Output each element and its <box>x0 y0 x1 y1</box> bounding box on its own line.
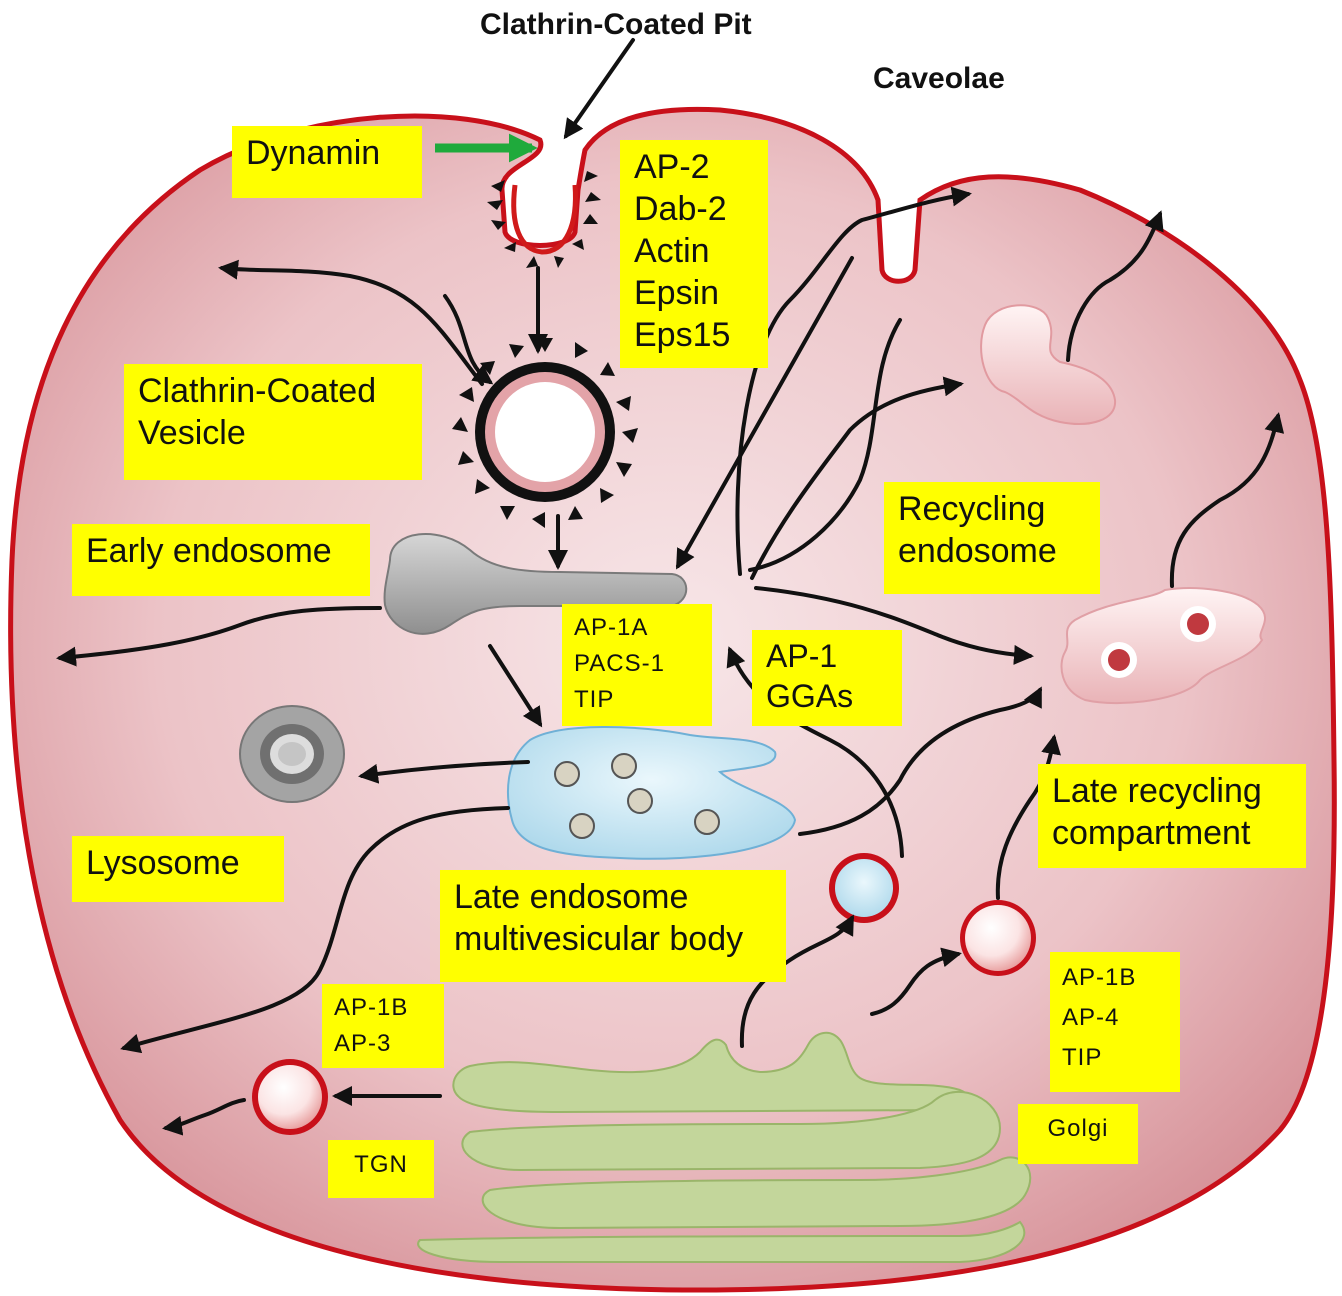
caveolae-title: Caveolae <box>873 62 1005 96</box>
recycling-line-1: Recycling <box>898 488 1086 530</box>
ap1b-ap4-tip-label: AP-1B AP-4 TIP <box>1050 952 1180 1092</box>
ap1a-line-1: AP-1A <box>574 610 700 646</box>
ap1a-label: AP-1A PACS-1 TIP <box>562 604 712 726</box>
ap1a-line-2: PACS-1 <box>574 646 700 682</box>
ap1-text: AP-1 <box>766 636 888 676</box>
golgi-text: Golgi <box>1030 1110 1126 1148</box>
vesicle-right <box>960 900 1036 976</box>
ap4-line: AP-4 <box>1062 998 1168 1038</box>
dynamin-label: Dynamin <box>232 126 422 198</box>
adaptor-actin: Actin <box>634 230 754 272</box>
ap1a-line-3: TIP <box>574 682 700 718</box>
ap1b-ap3-label: AP-1B AP-3 <box>322 984 444 1068</box>
adaptor-ap2: AP-2 <box>634 146 754 188</box>
coated-pit <box>514 185 576 252</box>
lysosome-label: Lysosome <box>72 836 284 902</box>
adaptor-epsin: Epsin <box>634 272 754 314</box>
ccv-line-2: Vesicle <box>138 412 408 454</box>
ggas-text: GGAs <box>766 676 888 716</box>
late-recycling-line-2: compartment <box>1052 812 1292 854</box>
late-endosome-line-2: multivesicular body <box>454 918 772 960</box>
vesicle-tgn <box>252 1059 328 1135</box>
golgi-label: Golgi <box>1018 1104 1138 1164</box>
lysosome <box>240 706 344 802</box>
ap1b-text: AP-1B <box>334 990 432 1026</box>
ccv-line-1: Clathrin-Coated <box>138 370 408 412</box>
ap1b-line: AP-1B <box>1062 958 1168 998</box>
late-endosome-label: Late endosome multivesicular body <box>440 870 786 982</box>
recycling-line-2: endosome <box>898 530 1086 572</box>
adaptor-eps15: Eps15 <box>634 314 754 356</box>
lysosome-text: Lysosome <box>86 842 270 884</box>
late-endosome-mvb <box>508 727 795 859</box>
vesicle-mid <box>829 853 899 923</box>
tgn-text: TGN <box>340 1146 422 1184</box>
late-endosome-line-1: Late endosome <box>454 876 772 918</box>
adaptor-dab2: Dab-2 <box>634 188 754 230</box>
ap3-text: AP-3 <box>334 1026 432 1062</box>
late-recycling-compartment-label: Late recycling compartment <box>1038 764 1306 868</box>
adaptor-proteins-label: AP-2 Dab-2 Actin Epsin Eps15 <box>620 140 768 368</box>
ap1-ggas-label: AP-1 GGAs <box>752 630 902 726</box>
late-recycling-line-1: Late recycling <box>1052 770 1292 812</box>
tip-line: TIP <box>1062 1038 1168 1078</box>
clathrin-coated-pit-title: Clathrin-Coated Pit <box>480 8 752 42</box>
early-endosome-text: Early endosome <box>86 530 356 572</box>
tgn-label: TGN <box>328 1140 434 1198</box>
recycling-endosome-label: Recycling endosome <box>884 482 1100 594</box>
clathrin-coated-vesicle-label: Clathrin-Coated Vesicle <box>124 364 422 480</box>
early-endosome-label: Early endosome <box>72 524 370 596</box>
dynamin-text: Dynamin <box>246 132 408 174</box>
